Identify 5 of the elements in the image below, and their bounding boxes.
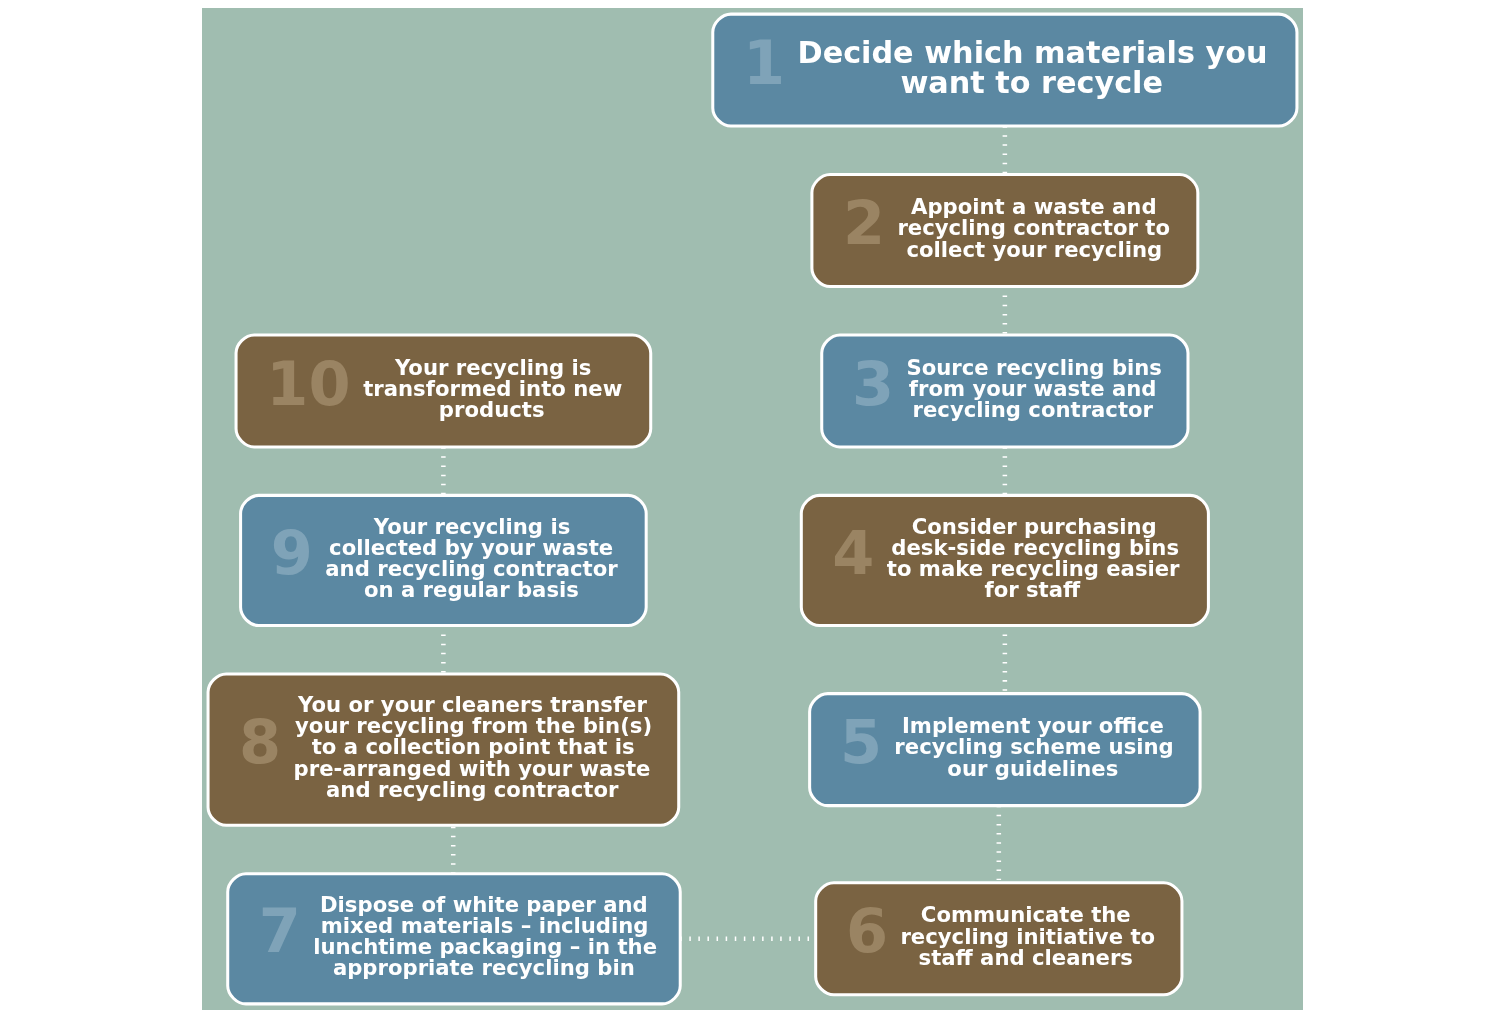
connector xyxy=(996,805,1001,883)
connector xyxy=(1002,126,1007,175)
connector xyxy=(1002,447,1007,495)
connector xyxy=(450,825,455,874)
connector xyxy=(440,447,446,495)
